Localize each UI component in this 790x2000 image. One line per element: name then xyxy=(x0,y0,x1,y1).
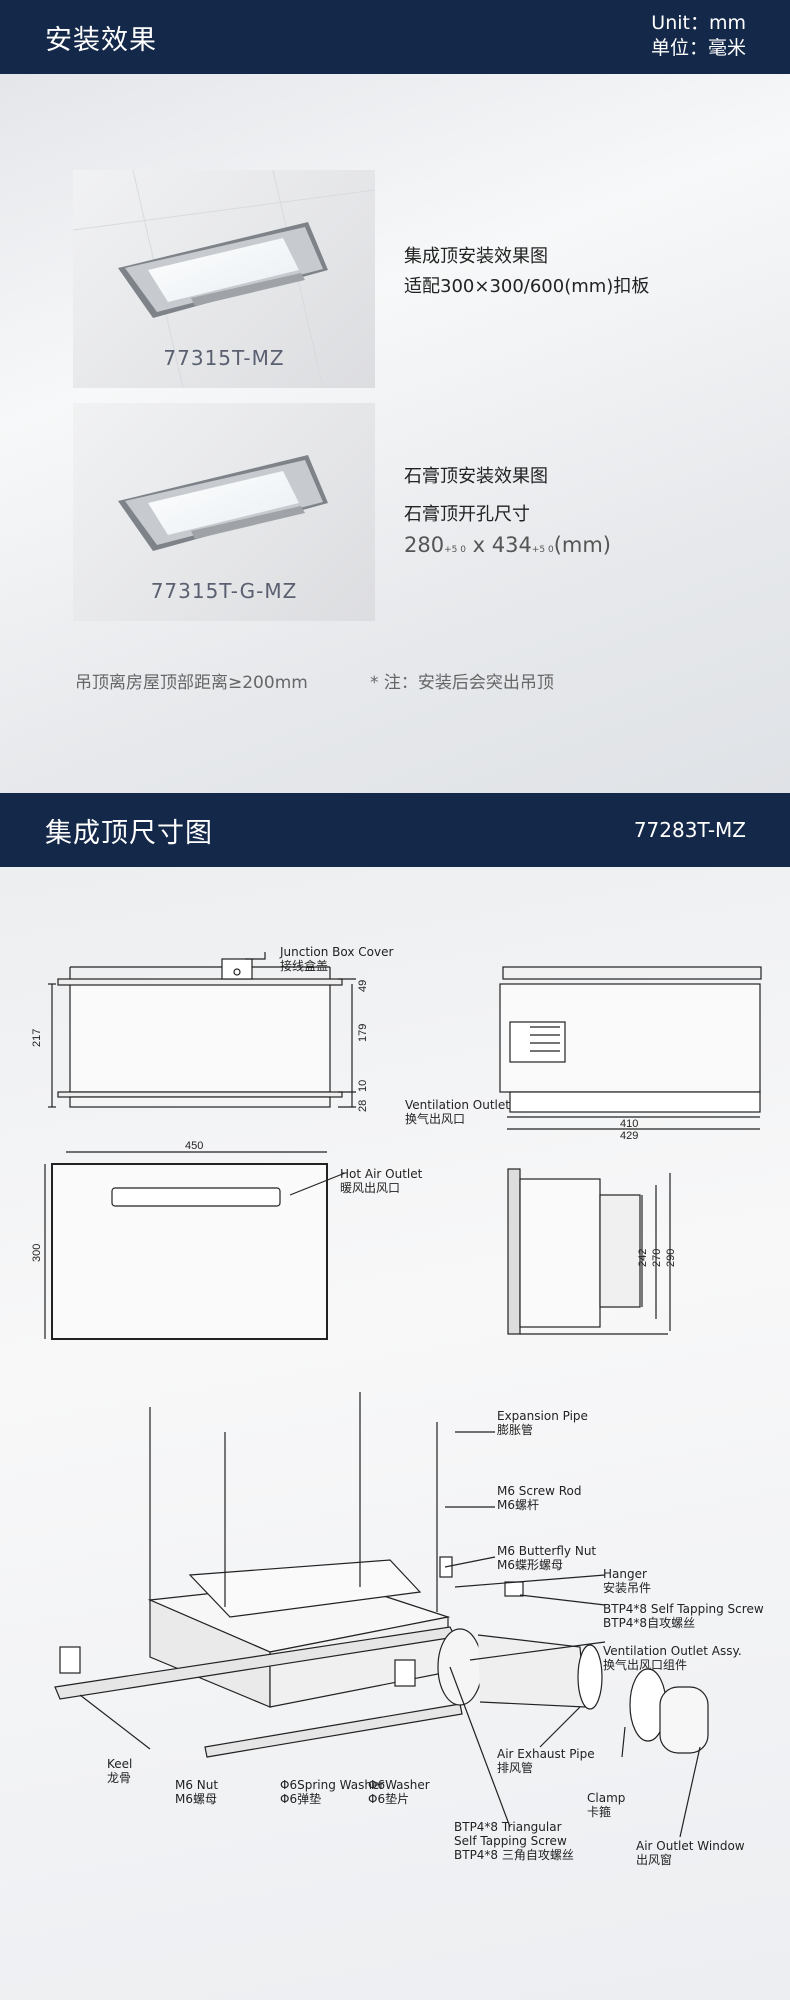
note-distance: 吊顶离房屋顶部距离≥200mm xyxy=(75,673,308,693)
unit-cn: 单位：毫米 xyxy=(650,37,746,59)
dimension-drawing: 217 49 179 10 28 410 429 450 300 242 270… xyxy=(31,952,762,1838)
dim-217: 217 xyxy=(31,1029,43,1047)
size-a-tol: +5 0 xyxy=(444,545,466,555)
dim-28: 28 xyxy=(357,1100,369,1112)
desc-1-line2: 适配300×300/600(mm)扣板 xyxy=(404,276,650,297)
label-vent-assy: Ventilation Outlet Assy.换气出风口组件 xyxy=(603,1644,742,1672)
dim-49: 49 xyxy=(357,980,369,992)
size-b: 434 xyxy=(491,533,532,557)
dim-179: 179 xyxy=(357,1024,369,1042)
desc-2-line2: 石膏顶开孔尺寸 xyxy=(404,504,530,525)
desc-2-line1: 石膏顶安装效果图 xyxy=(404,466,548,487)
ceiling-light-image xyxy=(73,170,375,388)
dim-410: 410 xyxy=(620,1118,638,1130)
section2-title: 集成顶尺寸图 xyxy=(45,818,213,849)
note-protrude: * 注：安装后会突出吊顶 xyxy=(370,673,554,693)
gypsum-light-image xyxy=(118,455,328,551)
top-view xyxy=(44,1151,346,1340)
desc-1: 集成顶安装效果图 适配300×300/600(mm)扣板 xyxy=(404,242,649,302)
unit-label: Unit：mm 单位：毫米 xyxy=(651,11,746,61)
cutout-size: 280+5 0 x 434+5 0(mm) xyxy=(404,530,611,565)
size-unit: (mm) xyxy=(553,533,611,557)
section1-title: 安装效果 xyxy=(45,25,157,56)
dim-10: 10 xyxy=(357,1080,369,1092)
dim-429: 429 xyxy=(620,1130,638,1142)
size-b-tol: +5 0 xyxy=(531,545,554,555)
dim-290: 290 xyxy=(665,1249,677,1267)
dim-300: 300 xyxy=(31,1244,43,1262)
section2-model: 77283T-MZ xyxy=(633,818,746,842)
side-view xyxy=(499,966,762,1130)
model-2: 77315T-G-MZ xyxy=(150,579,298,603)
model-1: 77315T-MZ xyxy=(163,346,285,370)
product-photo-2: 77315T-G-MZ xyxy=(73,403,375,621)
installation-panel: 77315T-MZ 集成顶安装效果图 适配300×300/600(mm)扣板 7… xyxy=(0,74,790,793)
section2-header: 集成顶尺寸图 77283T-MZ xyxy=(0,793,790,867)
size-x: x xyxy=(465,533,492,557)
product-photo-1: 77315T-MZ xyxy=(73,170,375,388)
unit-en: Unit：mm xyxy=(651,12,746,34)
dim-242: 242 xyxy=(637,1249,649,1267)
front-view xyxy=(48,952,356,1108)
section-view xyxy=(507,1168,671,1335)
section1-header: 安装效果 Unit：mm 单位：毫米 xyxy=(0,0,790,74)
dim-450: 450 xyxy=(185,1140,203,1152)
dim-270: 270 xyxy=(651,1249,663,1267)
desc-2: 石膏顶安装效果图 石膏顶开孔尺寸 280+5 0 x 434+5 0(mm) xyxy=(404,462,611,565)
desc-1-line1: 集成顶安装效果图 xyxy=(404,246,548,267)
dimension-panel: 217 49 179 10 28 410 429 450 300 242 270… xyxy=(0,867,790,2000)
exploded-view xyxy=(54,1392,709,1838)
size-a: 280 xyxy=(404,533,445,557)
